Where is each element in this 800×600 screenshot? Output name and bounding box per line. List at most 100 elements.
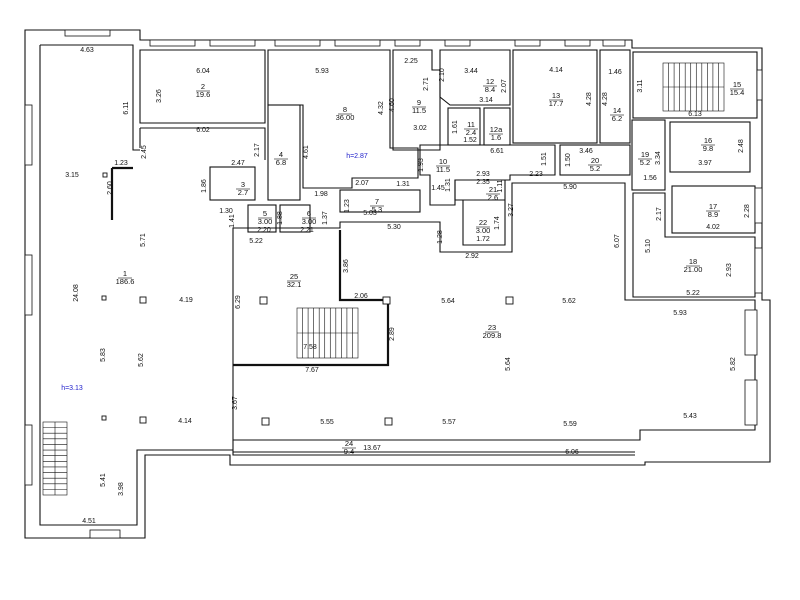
room-number: 8 [343, 105, 347, 114]
room-area: 209.8 [483, 331, 502, 340]
room-area: 5.2 [590, 164, 600, 173]
window [274, 39, 321, 47]
dimension-label: 1.50 [565, 153, 572, 167]
room-area: 2.7 [238, 188, 248, 197]
dimension-label: 2.92 [465, 253, 479, 260]
room-area: 6.2 [612, 114, 622, 123]
dimension-label: 4.60 [389, 98, 396, 112]
columns [101, 172, 514, 426]
window [754, 247, 763, 294]
room-area: 3.00 [476, 226, 491, 235]
dimension-label: 4.61 [303, 145, 310, 159]
window [64, 29, 111, 37]
dimension-label: 5.41 [100, 473, 107, 487]
room-area: 21.00 [684, 265, 703, 274]
column [384, 417, 393, 426]
room-area: 3.00 [258, 217, 273, 226]
dimension-label: 2.07 [501, 79, 508, 93]
column [139, 296, 147, 304]
dimension-label: 4.14 [549, 67, 563, 74]
room-16-walls [669, 121, 751, 173]
window [149, 39, 196, 47]
dimension-label: 2.28 [744, 204, 751, 218]
room-area: 11.5 [436, 165, 450, 174]
column [382, 296, 391, 305]
room-6-walls [279, 204, 311, 233]
dimension-label: 5.03 [363, 210, 377, 217]
room-13-walls [512, 49, 598, 144]
dimension-label: 4.28 [602, 92, 609, 106]
dimension-label: 1.52 [463, 137, 477, 144]
dimension-label: 5.64 [505, 357, 512, 371]
room-area: 9.8 [703, 144, 713, 153]
dimension-label: 5.55 [320, 419, 334, 426]
dimension-label: 24.08 [73, 284, 80, 302]
room-number: 24 [345, 439, 353, 448]
dimension-label: 1.86 [201, 179, 208, 193]
dimension-label: 3.67 [232, 396, 239, 410]
dimension-label: 2.47 [231, 160, 245, 167]
dimension-label: 5.22 [686, 290, 700, 297]
dimension-label: 4.28 [586, 92, 593, 106]
dimension-label: 1.72 [476, 236, 490, 243]
dimension-label: 6.06 [565, 449, 579, 456]
dimension-label: 4.14 [178, 418, 192, 425]
window [209, 39, 256, 47]
window [744, 309, 758, 356]
room-area: 8.4 [485, 85, 495, 94]
dimension-label: 3.27 [508, 203, 515, 217]
ceiling-height-label: h=2.87 [346, 153, 368, 160]
room-number: 2 [201, 82, 205, 91]
dimension-label: 2.17 [656, 207, 663, 221]
dimension-label: 5.82 [730, 357, 737, 371]
room-5-walls [247, 204, 277, 233]
window [24, 104, 33, 166]
room-14-walls [599, 49, 631, 144]
room-number: 19 [641, 150, 649, 159]
dimension-label: 3.44 [464, 68, 478, 75]
partition-wall [110, 166, 133, 220]
dimension-label: 3.86 [343, 259, 350, 273]
dimension-label: 5.93 [315, 68, 329, 75]
window [24, 254, 33, 316]
dimension-label: 1.74 [494, 216, 501, 230]
window [744, 379, 758, 426]
dimension-label: 4.51 [82, 518, 96, 525]
window [514, 39, 541, 47]
room-number: 14 [613, 106, 621, 115]
dimension-label: 7.67 [305, 367, 319, 374]
walls [24, 29, 771, 539]
dimension-label: 2.48 [738, 139, 745, 153]
dimension-label: 2.23 [529, 171, 543, 178]
dimension-label: 1.37 [322, 211, 329, 225]
dimension-label: 13.67 [363, 445, 381, 452]
dimension-label: 3.02 [413, 125, 427, 132]
dimension-label: 1.88 [277, 211, 284, 225]
dimension-label: 6.29 [235, 295, 242, 309]
room-number: 6 [307, 209, 311, 218]
dimension-label: 2.10 [439, 68, 446, 82]
room-area: 5.2 [640, 158, 650, 167]
room-area: 11.5 [412, 106, 426, 115]
dimension-label: 3.15 [65, 172, 79, 179]
dimension-label: 1.31 [396, 181, 410, 188]
room-area: 6.8 [276, 158, 286, 167]
dimension-label: 1.23 [344, 199, 351, 213]
dimension-label: 5.30 [387, 224, 401, 231]
dimension-label: 3.46 [579, 148, 593, 155]
room-number: 7 [375, 197, 379, 206]
dimension-label: 2.21 [300, 227, 314, 234]
dimension-label: 2.45 [141, 145, 148, 159]
dimension-label: 4.19 [179, 297, 193, 304]
room-number: 4 [279, 150, 283, 159]
room-20-walls [559, 144, 631, 176]
room-area: 32.1 [287, 280, 302, 289]
room-number: 12a [490, 125, 503, 134]
room-area: 8.9 [708, 210, 718, 219]
dimension-label: 5.83 [100, 348, 107, 362]
dimension-label: 1.45 [431, 185, 445, 192]
dimension-label: 5.64 [441, 298, 455, 305]
dimension-label: 1.23 [114, 160, 128, 167]
dimension-label: 5.22 [249, 238, 263, 245]
